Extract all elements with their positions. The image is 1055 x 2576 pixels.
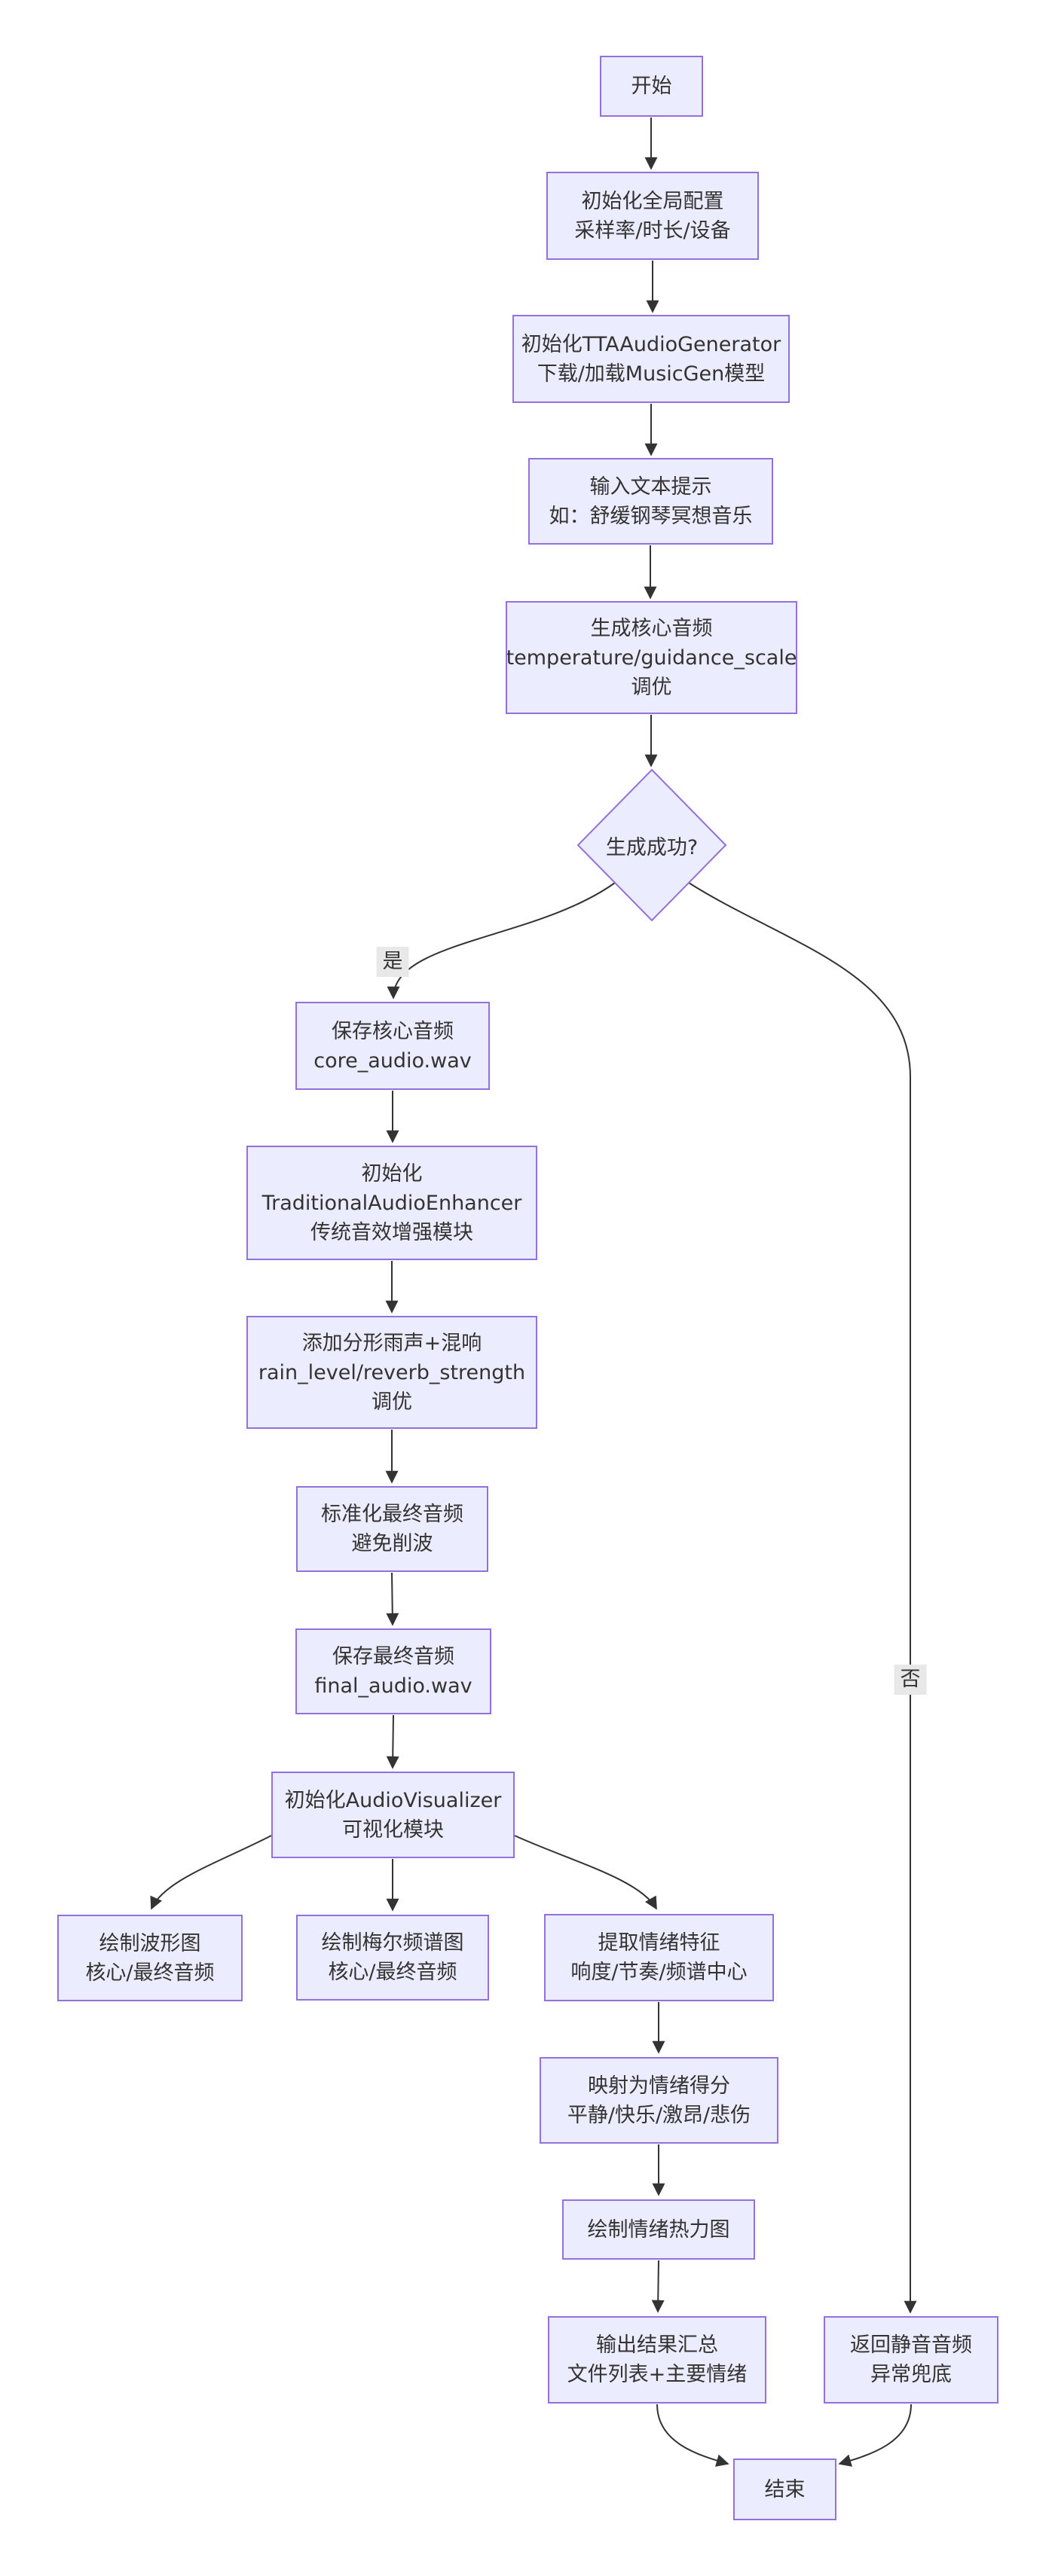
node-label: 避免削波 (351, 1532, 433, 1555)
edge-normalize-to-savefinal (386, 1572, 399, 1626)
node-init-config: 初始化全局配置 采样率/时长/设备 (546, 172, 759, 260)
edge-visualizer-to-waveform (150, 1835, 272, 1910)
edge-label-yes: 是 (376, 947, 409, 977)
node-label: temperature/guidance_scale (506, 646, 797, 670)
edge-heatmap-to-summary (651, 2260, 665, 2313)
node-label: 初始化TTAAudioGenerator (521, 332, 781, 356)
node-label: 绘制波形图 (99, 1931, 201, 1955)
node-label: 异常兜底 (870, 2363, 952, 2386)
node-init-enhancer: 初始化 TraditionalAudioEnhancer 传统音效增强模块 (246, 1146, 537, 1260)
node-label: 绘制梅尔频谱图 (321, 1931, 464, 1955)
node-save-core: 保存核心音频 core_audio.wav (295, 1002, 490, 1090)
decision-diamond (576, 768, 727, 922)
node-normalize: 标准化最终音频 避免削波 (296, 1486, 488, 1572)
node-end: 结束 (733, 2458, 836, 2520)
node-label: 返回静音音频 (850, 2333, 972, 2357)
node-plot-mel: 绘制梅尔频谱图 核心/最终音频 (296, 1915, 489, 2001)
node-label: 下载/加载MusicGen模型 (537, 362, 766, 386)
node-label: 平静/快乐/激昂/悲伤 (567, 2103, 751, 2127)
node-label: rain_level/reverb_strength (258, 1360, 526, 1384)
edge-decision-no (688, 882, 917, 2314)
node-label: 结束 (764, 2477, 806, 2501)
node-plot-waveform: 绘制波形图 核心/最终音频 (57, 1915, 243, 2001)
node-label: TraditionalAudioEnhancer (261, 1191, 522, 1215)
node-label: 传统音效增强模块 (310, 1220, 473, 1244)
node-input-prompt: 输入文本提示 如：舒缓钢琴冥想音乐 (528, 458, 773, 545)
node-label: 响度/节奏/频谱中心 (570, 1961, 748, 1984)
node-extract-emotion: 提取情绪特征 响度/节奏/频谱中心 (544, 1914, 774, 2001)
node-label: 生成核心音频 (590, 616, 713, 640)
node-add-rain: 添加分形雨声+混响 rain_level/reverb_strength 调优 (246, 1316, 537, 1429)
node-label: 初始化AudioVisualizer (284, 1788, 502, 1812)
node-label: 提取情绪特征 (598, 1931, 720, 1955)
node-label: 标准化最终音频 (321, 1503, 463, 1526)
node-label: 采样率/时长/设备 (574, 218, 731, 243)
node-label: 开始 (631, 75, 672, 98)
node-label: 保存最终音频 (332, 1645, 454, 1668)
node-start: 开始 (600, 56, 703, 117)
node-label: 生成成功? (605, 835, 699, 859)
edge-label-no: 否 (894, 1665, 927, 1695)
node-silent-fallback: 返回静音音频 异常兜底 (824, 2316, 998, 2404)
node-label: 调优 (631, 675, 672, 699)
node-map-emotion: 映射为情绪得分 平静/快乐/激昂/悲伤 (540, 2057, 778, 2144)
node-label: 初始化 (361, 1161, 423, 1186)
node-generate-core: 生成核心音频 temperature/guidance_scale 调优 (506, 601, 797, 714)
node-init-visualizer: 初始化AudioVisualizer 可视化模块 (271, 1772, 515, 1858)
node-label: 核心/最终音频 (85, 1961, 215, 1985)
edge-decision-yes (387, 882, 616, 1000)
node-label: 绘制情绪热力图 (587, 2217, 730, 2242)
node-label: 初始化全局配置 (581, 189, 724, 213)
node-decision: 生成成功? (578, 807, 726, 883)
edge-summary-to-end (656, 2404, 729, 2467)
node-label: 如：舒缓钢琴冥想音乐 (549, 504, 753, 528)
node-init-generator: 初始化TTAAudioGenerator 下载/加载MusicGen模型 (512, 315, 790, 403)
node-plot-heatmap: 绘制情绪热力图 (562, 2199, 755, 2260)
node-label: final_audio.wav (314, 1674, 472, 1698)
edge-visualizer-to-features (514, 1835, 657, 1910)
node-label: 调优 (372, 1390, 412, 1414)
node-label: 保存核心音频 (332, 1019, 454, 1043)
node-label: 可视化模块 (342, 1818, 444, 1842)
edge-fallback-to-end (838, 2404, 912, 2467)
node-label: 添加分形雨声+混响 (301, 1331, 482, 1355)
node-label: core_audio.wav (313, 1048, 472, 1073)
node-label: 映射为情绪得分 (588, 2074, 730, 2098)
node-label: 核心/最终音频 (328, 1961, 457, 1984)
node-label: 输出结果汇总 (596, 2333, 718, 2357)
node-label: 文件列表+主要情绪 (567, 2363, 748, 2386)
node-output-summary: 输出结果汇总 文件列表+主要情绪 (548, 2316, 766, 2404)
node-label: 输入文本提示 (589, 475, 712, 499)
node-save-final: 保存最终音频 final_audio.wav (295, 1628, 491, 1714)
